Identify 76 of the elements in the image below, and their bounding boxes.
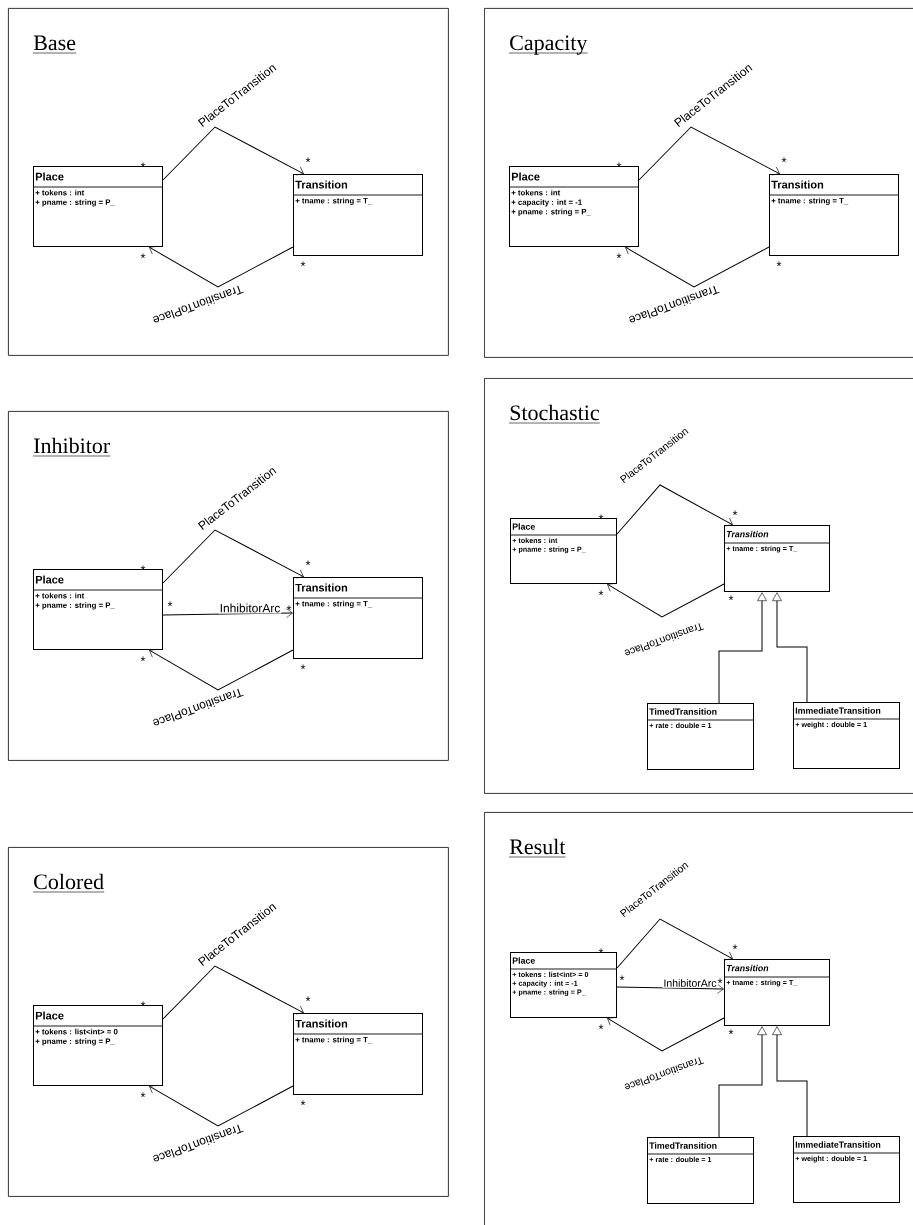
class-box	[723, 959, 831, 1026]
edge-label: InhibitorArc	[662, 978, 718, 988]
inheritance-arrow	[772, 1026, 808, 1137]
association-arrow	[162, 126, 304, 181]
association-arrow	[616, 918, 733, 969]
association-arrow	[162, 529, 304, 584]
association-arrow	[607, 1017, 725, 1052]
class-box	[292, 577, 424, 659]
class-box	[509, 952, 618, 1018]
inheritance-arrow	[772, 592, 808, 703]
multiplicity-label: *	[140, 1092, 146, 1098]
class-box	[32, 1005, 164, 1086]
class-name: Transition	[726, 530, 769, 538]
association-arrow	[162, 965, 304, 1020]
class-name: Place	[35, 172, 64, 181]
panel-title: Capacity	[508, 35, 588, 55]
association-arrow	[149, 649, 294, 691]
multiplicity-label: *	[598, 590, 604, 596]
association-arrow	[638, 126, 780, 181]
association-arrow	[616, 484, 733, 535]
class-name: TimedTransition	[649, 1142, 717, 1149]
class-box	[32, 569, 164, 650]
class-name: Place	[35, 1011, 64, 1020]
class-box	[646, 1137, 755, 1204]
class-name: Transition	[726, 964, 769, 972]
class-box	[292, 1013, 424, 1095]
multiplicity-label: *	[732, 510, 738, 516]
multiplicity-label: *	[781, 157, 787, 163]
association-arrow	[162, 608, 293, 618]
class-name: Transition	[295, 180, 348, 189]
class-box	[723, 525, 831, 592]
class-box	[792, 702, 901, 769]
multiplicity-label: *	[140, 656, 146, 662]
multiplicity-label: *	[717, 978, 723, 984]
multiplicity-label: *	[305, 996, 311, 1002]
panel-title: Result	[508, 838, 566, 858]
edge-label: InhibitorArc	[218, 602, 282, 614]
class-name: Transition	[295, 1019, 348, 1028]
panel-title: Inhibitor	[32, 437, 111, 457]
class-name: Place	[512, 957, 535, 964]
multiplicity-label: *	[167, 601, 173, 607]
association-arrow	[607, 583, 725, 618]
class-box	[32, 166, 164, 247]
class-box	[792, 1136, 901, 1203]
multiplicity-label: *	[305, 560, 311, 566]
multiplicity-label: *	[286, 605, 292, 611]
class-box	[768, 174, 900, 256]
class-box	[646, 703, 755, 770]
panel-title: Colored	[32, 873, 105, 893]
class-name: Place	[512, 523, 535, 530]
multiplicity-label: *	[728, 595, 734, 601]
class-name: Place	[35, 575, 64, 584]
class-name: ImmediateTransition	[795, 1141, 881, 1148]
class-box	[508, 166, 640, 247]
class-box	[292, 174, 424, 256]
class-name: Transition	[771, 180, 824, 189]
class-name: Transition	[295, 583, 348, 592]
class-name: Place	[511, 172, 540, 181]
inheritance-arrow	[718, 592, 767, 704]
association-arrow	[625, 246, 770, 288]
multiplicity-label: *	[140, 253, 146, 259]
multiplicity-label: *	[619, 975, 625, 981]
association-arrow	[149, 246, 294, 288]
multiplicity-label: *	[305, 157, 311, 163]
multiplicity-label: *	[732, 944, 738, 950]
panel-title: Stochastic	[508, 404, 601, 424]
multiplicity-label: *	[616, 253, 622, 259]
association-arrow	[616, 984, 724, 994]
class-name: TimedTransition	[649, 708, 717, 715]
multiplicity-label: *	[598, 1024, 604, 1030]
inheritance-arrow	[718, 1026, 767, 1138]
association-arrow	[149, 1085, 294, 1127]
class-name: ImmediateTransition	[795, 707, 881, 714]
multiplicity-label: *	[728, 1029, 734, 1035]
panel-title: Base	[32, 35, 77, 54]
class-box	[509, 518, 618, 584]
